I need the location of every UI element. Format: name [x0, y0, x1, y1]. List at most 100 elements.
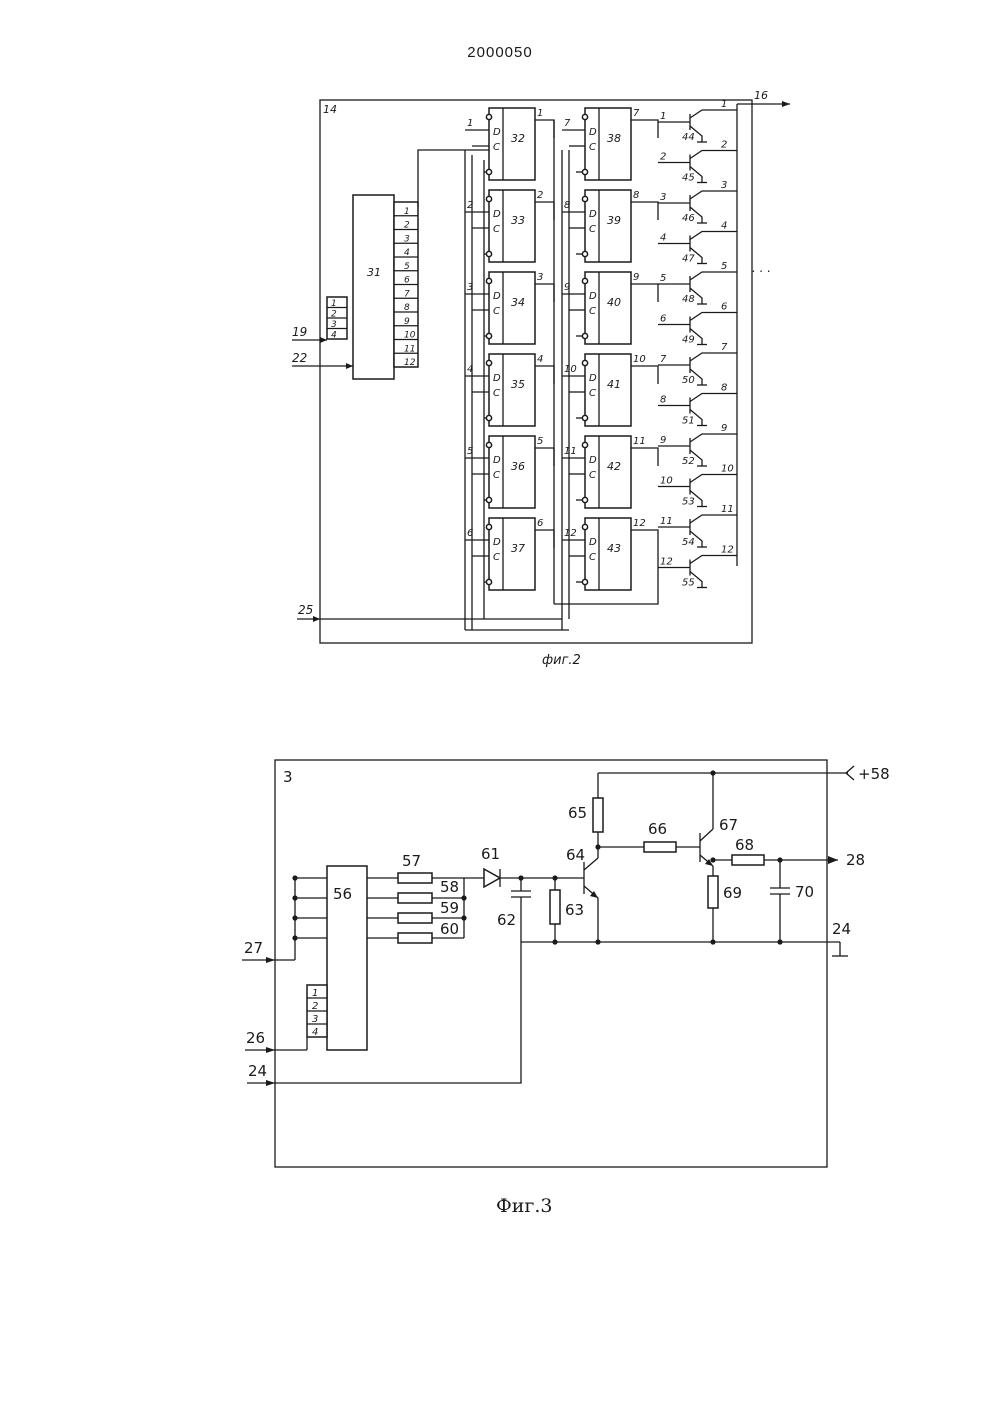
- resistor-58-label: 58: [440, 878, 459, 896]
- trigger-label: 43: [607, 542, 621, 555]
- resistor-68-label: 68: [735, 836, 754, 854]
- transistor-line-number: 1: [660, 111, 666, 122]
- junction-dot: [461, 895, 466, 900]
- decoder-31-label: 31: [367, 266, 381, 279]
- trigger-output-wire: [535, 202, 554, 220]
- trigger-output-wire: [535, 366, 554, 384]
- decoder-31-output-label: 10: [404, 331, 416, 341]
- resistor-63: [550, 890, 560, 924]
- resistor-60: [398, 933, 432, 943]
- trigger-input-number: 5: [467, 446, 473, 457]
- trigger-output-wire: [631, 120, 658, 138]
- input-27-taps: [292, 875, 327, 940]
- junction-dot: [710, 939, 715, 944]
- trigger-output-wire: [631, 284, 658, 302]
- transistor-collector: [690, 475, 737, 483]
- transistor-collector: [690, 434, 737, 442]
- trigger-output-number: 6: [537, 518, 543, 529]
- trigger-label: 41: [607, 378, 621, 391]
- transistor-label: 47: [682, 254, 695, 265]
- output-bus-number: 7: [721, 342, 728, 353]
- trigger-output-wire: [631, 366, 658, 384]
- trigger-output-wire: [535, 284, 554, 302]
- resistor-66: [644, 842, 676, 852]
- trigger-output-number: 4: [537, 354, 543, 365]
- trigger-c-label: C: [589, 552, 596, 563]
- resistor-68: [732, 855, 764, 865]
- decoder-31-input-label: 2: [331, 310, 337, 320]
- trigger-output-number: 11: [633, 436, 646, 447]
- trigger-input-number: 7: [564, 118, 571, 129]
- figure-2-caption: фиг.2: [542, 653, 581, 668]
- trigger-input-number: 12: [564, 528, 577, 539]
- input-27-label: 27: [244, 939, 263, 957]
- transistor-64-label: 64: [566, 846, 585, 864]
- trigger-d-label: D: [589, 291, 597, 302]
- input-24-line: [247, 942, 521, 1083]
- junction-dot: [292, 875, 297, 880]
- transistor-label: 46: [682, 213, 695, 224]
- trigger-set-pin: [582, 278, 587, 283]
- transistor-line-number: 7: [660, 354, 667, 365]
- trigger-output-number: 7: [633, 108, 640, 119]
- decoder-31-output-label: 3: [404, 234, 410, 244]
- input-25-arrow: [313, 616, 320, 622]
- resistor-69-label: 69: [723, 884, 742, 902]
- transistor-collector: [690, 272, 737, 280]
- trigger-output-wire: [535, 530, 554, 548]
- decoder-56-input-label: 2: [312, 1001, 318, 1012]
- trigger-label: 39: [607, 214, 621, 227]
- block-3-label: 3: [283, 768, 293, 786]
- junction-dot: [777, 857, 782, 862]
- trigger-reset-pin: [582, 333, 587, 338]
- transistor-line-number: 8: [660, 395, 666, 406]
- trigger-output-number: 2: [537, 190, 543, 201]
- junction-dot: [595, 844, 600, 849]
- trigger-label: 32: [511, 132, 525, 145]
- output-bus-number: 4: [721, 221, 727, 232]
- decoder-56-label: 56: [333, 885, 352, 903]
- decoder-31-input-label: 3: [331, 320, 337, 330]
- trigger-input-number: 8: [564, 200, 570, 211]
- output-bus-number: 11: [721, 504, 734, 515]
- output-bus-number: 9: [721, 423, 727, 434]
- trigger-label: 37: [511, 542, 525, 555]
- input-26-label: 26: [246, 1029, 265, 1047]
- resistor-65: [593, 798, 603, 832]
- trigger-d-label: D: [589, 537, 597, 548]
- diode-61: [484, 869, 500, 887]
- trigger-output-wire: [631, 448, 658, 466]
- transistor-64-collector: [584, 858, 598, 870]
- trigger-d-label: D: [589, 455, 597, 466]
- transistor-label: 45: [682, 173, 695, 184]
- figure-3: 3 56 1234 27 26 24 57 58 59 60: [242, 760, 890, 1217]
- transistor-67-label: 67: [719, 816, 738, 834]
- resistor-59: [398, 913, 432, 923]
- trigger-reset-pin: [486, 579, 491, 584]
- trigger-reset-pin: [582, 251, 587, 256]
- output-bus-number: 1: [721, 99, 727, 110]
- transistor-line-number: 9: [660, 435, 666, 446]
- trigger-d-label: D: [493, 455, 501, 466]
- trigger-reset-pin: [486, 497, 491, 502]
- trigger-input-number: 1: [467, 118, 473, 129]
- output-28-arrow: [828, 856, 838, 864]
- trigger-set-pin: [486, 524, 491, 529]
- transistor-collector: [690, 191, 737, 199]
- trigger-output-number: 3: [537, 272, 543, 283]
- resistor-60-label: 60: [440, 920, 459, 938]
- trigger-label: 40: [607, 296, 621, 309]
- transistor-label: 55: [682, 578, 695, 589]
- trigger-set-pin: [486, 278, 491, 283]
- trigger-reset-pin: [582, 497, 587, 502]
- transistor-collector: [690, 313, 737, 321]
- trigger-label: 35: [511, 378, 525, 391]
- output-bus-number: 8: [721, 383, 727, 394]
- output-16-arrow: [782, 101, 790, 107]
- trigger-c-label: C: [493, 388, 500, 399]
- trigger-reset-pin: [486, 169, 491, 174]
- trigger-label: 42: [607, 460, 621, 473]
- trigger-input-number: 6: [467, 528, 473, 539]
- transistor-label: 52: [682, 456, 695, 467]
